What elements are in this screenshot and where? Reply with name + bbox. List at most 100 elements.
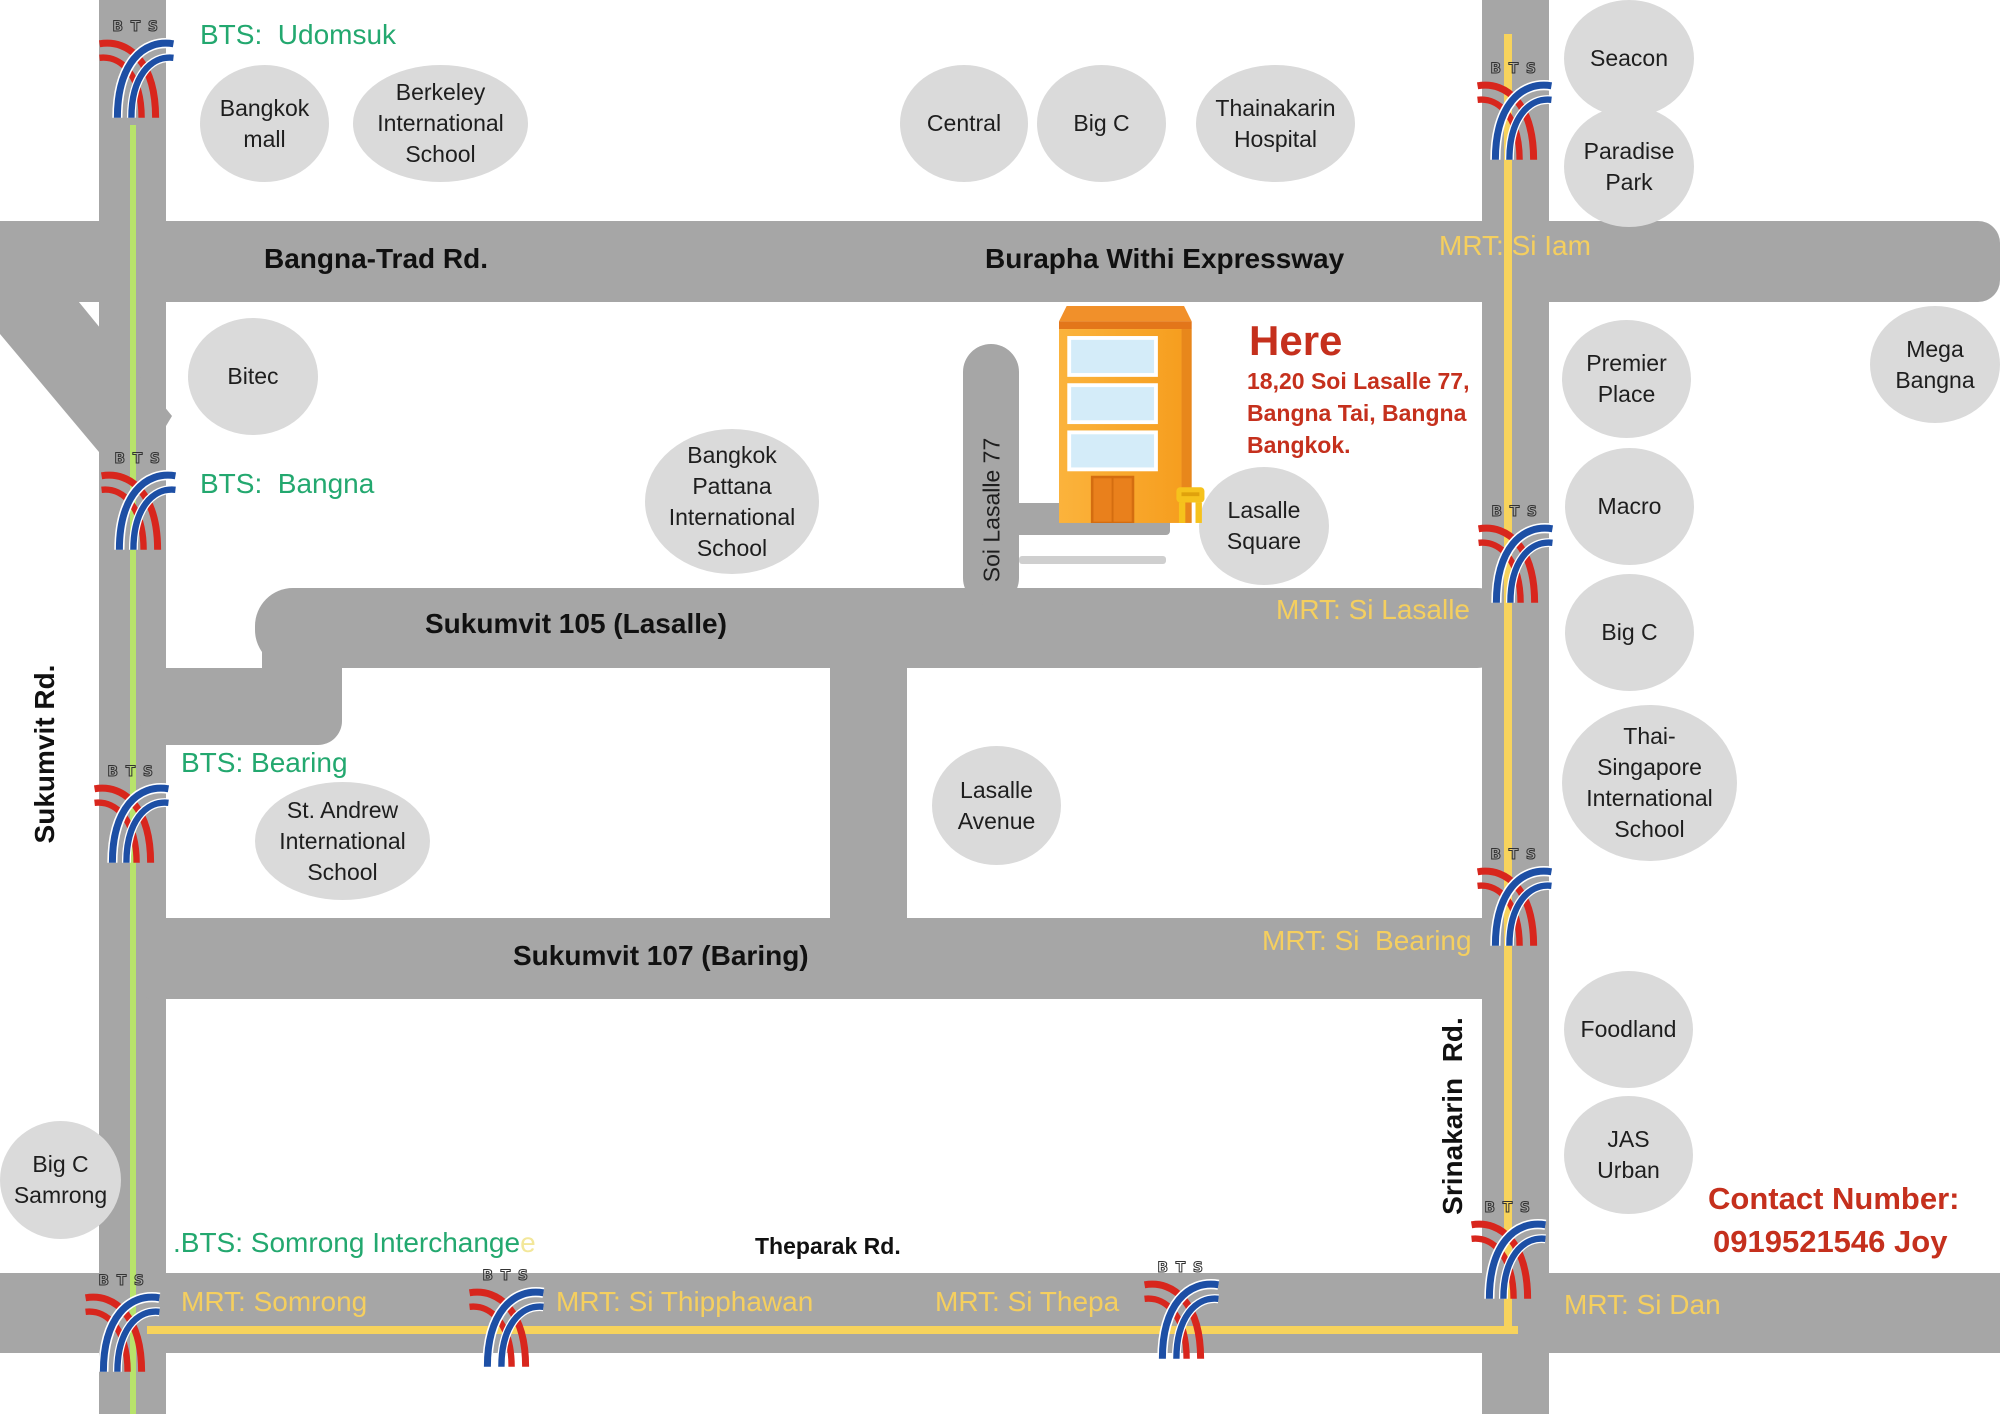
place-mega-bangna: Mega Bangna (1870, 306, 2000, 423)
place-label: Bangna (1895, 366, 1975, 393)
svg-text:BTS: BTS (1484, 1200, 1537, 1216)
sign-icon (1176, 487, 1205, 523)
bts-logo-icon: BTS (1475, 60, 1554, 160)
bts-logo-icon: BTS (99, 450, 178, 550)
place-label: School (307, 858, 378, 885)
label-main: BTS: Somrong Interchange (180, 1227, 521, 1258)
mrt-station-label-si-thepa: MRT: Si Thepa (935, 1286, 1120, 1317)
bts-logo-icon: BTS (92, 763, 171, 863)
place-label: International (279, 827, 406, 854)
place-paradise-park: Paradise Park (1564, 106, 1694, 227)
place-label: School (696, 534, 768, 561)
road-connector-joint (262, 640, 342, 700)
destination-address: 18,20 Soi Lasalle 77, Bangna Tai, Bangna… (1247, 365, 1469, 461)
mrt-station-label-somrong: MRT: Somrong (181, 1286, 368, 1317)
address-line: 18,20 Soi Lasalle 77, (1247, 368, 1470, 394)
place-label: Bangkok (219, 94, 310, 121)
place-label: School (405, 141, 476, 167)
bts-logo-icon: BTS (1475, 846, 1554, 946)
place-label: Foodland (1580, 1016, 1677, 1042)
building-icon (1059, 306, 1205, 523)
road-label-bangna-trad: Bangna-Trad Rd. (264, 243, 489, 274)
place-label: Lasalle (1227, 497, 1301, 523)
road-label-sukumvit-105: Sukumvit 105 (Lasalle) (425, 608, 727, 639)
place-big-c-samrong: Big C Samrong (0, 1121, 121, 1239)
road-footpath (1019, 556, 1166, 564)
mrt-station-label-si-thipphawan: MRT: Si Thipphawan (556, 1286, 814, 1317)
place-label: International (668, 503, 796, 530)
place-lasalle-square: Lasalle Square (1199, 467, 1329, 585)
place-label: JAS (1607, 1126, 1650, 1152)
place-label: Pattana (692, 472, 772, 499)
place-label: Urban (1597, 1157, 1660, 1183)
place-label: Bitec (227, 363, 279, 389)
bts-logo-icon: BTS (83, 1272, 162, 1372)
road-label-sukumvit-107: Sukumvit 107 (Baring) (513, 940, 809, 971)
mrt-station-label-si-dan: MRT: Si Dan (1564, 1289, 1721, 1320)
place-label: Big C (32, 1151, 89, 1177)
place-label: Premier (1586, 350, 1667, 376)
place-label: Bangkok (687, 441, 777, 468)
place-berkeley-international-school: Berkeley International School (353, 65, 528, 182)
svg-text:BTS: BTS (1490, 847, 1543, 863)
svg-text:BTS: BTS (1157, 1260, 1210, 1276)
road-sukumvit-105 (255, 588, 1515, 668)
place-label: Singapore (1597, 754, 1702, 780)
road-diagonal (0, 296, 172, 452)
bts-logo-icon: BTS (1469, 1199, 1548, 1299)
road-soi-lasalle-77 (963, 344, 1019, 606)
svg-text:BTS: BTS (1490, 61, 1543, 77)
place-label: Seacon (1589, 45, 1668, 71)
road-label-sukumvit: Sukumvit Rd. (29, 664, 60, 844)
road-label-burapha-withi: Burapha Withi Expressway (985, 243, 1345, 274)
place-label: Place (1597, 381, 1656, 407)
place-bangkok-pattana-international-school: Bangkok Pattana International School (645, 429, 819, 574)
place-lasalle-avenue: Lasalle Avenue (932, 746, 1061, 865)
contact-info: Contact Number: 0919521546 Joy (1708, 1177, 1959, 1263)
bts-logo-icon: BTS (97, 18, 176, 118)
place-label: Thainakarin (1215, 94, 1336, 121)
road-theparak (0, 1273, 2000, 1353)
place-jas-urban: JAS Urban (1564, 1096, 1693, 1214)
contact-label: Contact Number: (1708, 1181, 1960, 1216)
place-label: Avenue (957, 807, 1036, 834)
place-thai-singapore-international-school: Thai- Singapore International School (1562, 705, 1737, 861)
road-label-soi-lasalle-77: Soi Lasalle 77 (978, 437, 1005, 583)
road-bangna-trad (0, 221, 2000, 302)
place-label: St. Andrew (286, 796, 399, 823)
svg-text:BTS: BTS (114, 451, 167, 467)
place-label: International (1586, 785, 1713, 811)
address-line: Bangkok. (1247, 432, 1351, 458)
place-label: Big C (1601, 619, 1658, 645)
place-label: Thai- (1623, 723, 1676, 749)
place-label: Samrong (13, 1182, 108, 1208)
svg-text:BTS: BTS (482, 1268, 535, 1284)
place-label: Central (926, 110, 1002, 136)
place-label: International (377, 110, 504, 136)
place-label: Macro (1597, 493, 1662, 519)
place-label: Berkeley (395, 79, 486, 105)
road-middle-link (830, 640, 907, 940)
place-label: School (1614, 816, 1685, 842)
place-bangkok-mall: Bangkok mall (200, 65, 329, 182)
place-big-c-right: Big C (1565, 574, 1694, 691)
svg-text:BTS: BTS (112, 19, 165, 35)
place-label: Park (1605, 168, 1653, 195)
svg-text:BTS: BTS (1491, 504, 1544, 520)
place-label: Paradise (1583, 137, 1675, 164)
destination-title: Here (1249, 317, 1343, 364)
place-seacon: Seacon (1564, 0, 1694, 117)
bts-logo-icon: BTS (1142, 1259, 1221, 1359)
contact-number: 0919521546 Joy (1713, 1224, 1948, 1259)
place-label: Mega (1906, 335, 1964, 362)
road-label-srinakarin: Srinakarin Rd. (1437, 1017, 1468, 1215)
place-macro: Macro (1565, 448, 1694, 565)
road-sukumvit-107 (140, 918, 1515, 999)
place-foodland: Foodland (1564, 971, 1693, 1088)
place-label: Square (1226, 528, 1302, 554)
place-st-andrew-international-school: St. Andrew International School (255, 782, 430, 900)
place-label: mall (243, 125, 286, 152)
place-label: Hospital (1233, 125, 1318, 152)
mrt-station-label-si-lasalle: MRT: Si Lasalle (1276, 594, 1471, 625)
